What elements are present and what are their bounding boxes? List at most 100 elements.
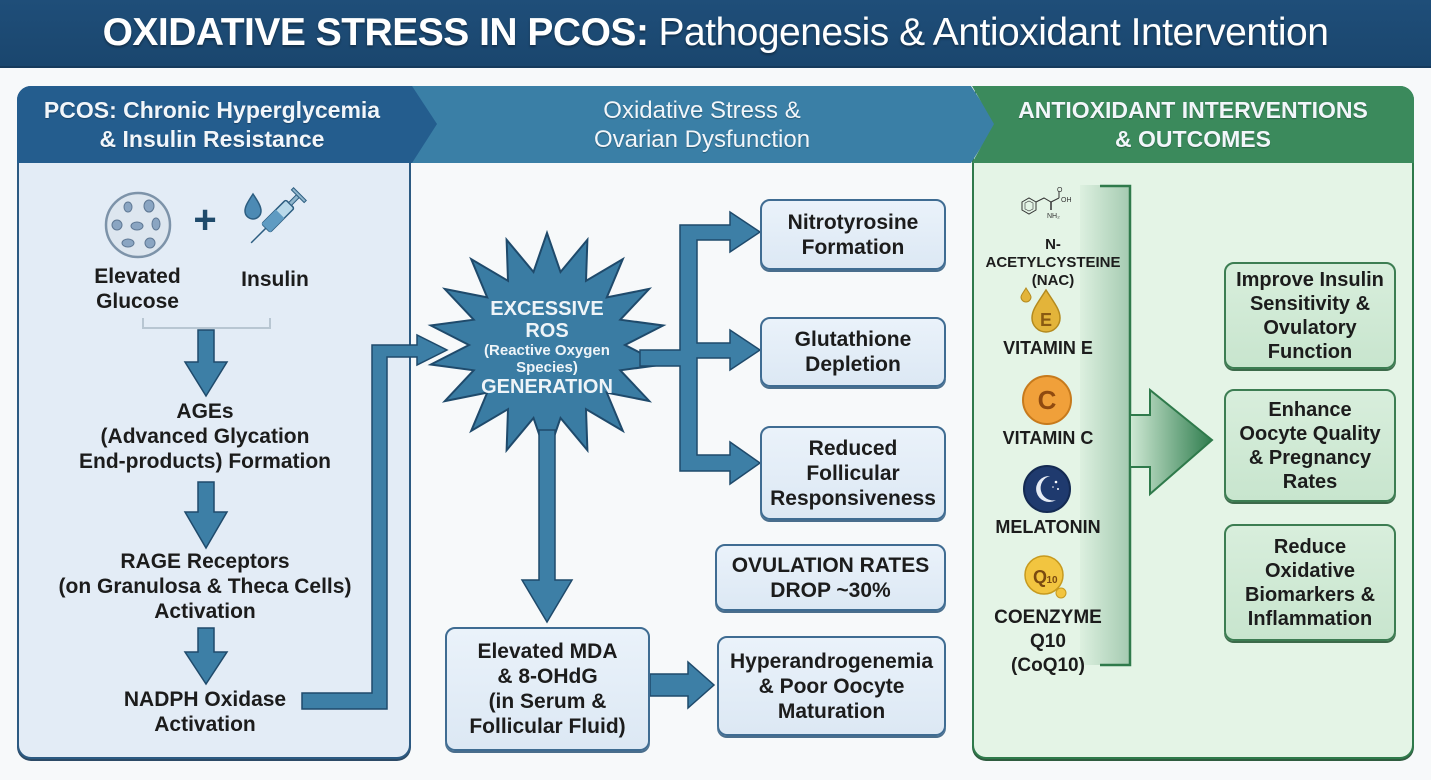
outcome-insulin-line2: Sensitivity & xyxy=(1249,292,1371,315)
outcome-oocyte-line4: Rates xyxy=(1282,470,1338,493)
ros-line5: GENERATION xyxy=(481,376,613,398)
intervention-melatonin: MELATONIN xyxy=(995,517,1101,537)
outcome-insulin-line1: Improve Insulin xyxy=(1236,268,1384,291)
ros-burst-label: EXCESSIVE ROS (Reactive Oxygen Species) … xyxy=(462,298,632,398)
step-ages-line2: (Advanced Glycation xyxy=(100,425,310,448)
step-rage-line1: RAGE Receptors xyxy=(120,550,290,573)
column-header-right-line1: ANTIOXIDANT INTERVENTIONS xyxy=(1018,96,1368,123)
title-bar: OXIDATIVE STRESS IN PCOS: Pathogenesis &… xyxy=(0,0,1431,68)
plus-sign: + xyxy=(193,198,217,242)
follicular-line1: Reduced xyxy=(808,436,898,460)
step-ages-line1: AGEs xyxy=(176,400,234,423)
title-bold: OXIDATIVE STRESS IN PCOS: xyxy=(102,11,649,54)
hyperandrogen-line2: & Poor Oocyte xyxy=(758,674,905,698)
glucose-label-line2: Glucose xyxy=(96,290,179,313)
ovulation-line1: OVULATION RATES xyxy=(731,553,930,577)
outcome-biomarkers-line3: Biomarkers & xyxy=(1244,583,1376,606)
down-arrow-2 xyxy=(183,481,229,550)
step-ages-line3: End-products) Formation xyxy=(79,450,331,473)
step-rage-line3: Activation xyxy=(154,600,256,623)
coq10-glyph: Q xyxy=(1033,567,1047,587)
step-ages: AGEs (Advanced Glycation End-products) F… xyxy=(40,399,370,474)
column-header-left-line1: PCOS: Chronic Hyperglycemia xyxy=(43,96,381,123)
hyperandrogen-line1: Hyperandrogenemia xyxy=(729,649,934,673)
outcome-insulin-line3: Ovulatory xyxy=(1263,316,1357,339)
outcome-oocyte-line3: & Pregnancy xyxy=(1248,446,1372,469)
insulin-syringe-icon xyxy=(240,187,310,264)
ros-line2: ROS xyxy=(525,320,569,342)
nitrotyrosine-line2: Formation xyxy=(801,235,905,259)
intervention-vitamin-c: VITAMIN C xyxy=(1002,428,1094,448)
coq10-line2: Q10 xyxy=(1030,631,1066,652)
intervention-nac: N-ACETYLCYSTEINE (NAC) xyxy=(978,236,1128,290)
coq10-line1: COENZYME xyxy=(994,607,1102,628)
ros-line4: Species) xyxy=(516,359,578,376)
step-rage: RAGE Receptors (on Granulosa & Theca Cel… xyxy=(30,549,380,624)
molecule-icon: O OH NH₂ xyxy=(1018,187,1088,224)
outcome-oocyte-line2: Oocyte Quality xyxy=(1239,422,1381,445)
mda-line1: Elevated MDA xyxy=(477,640,618,663)
outcome-oocyte-line1: Enhance xyxy=(1268,398,1352,421)
down-arrow-3 xyxy=(183,627,229,686)
intervention-to-outcome-arrow xyxy=(1129,387,1214,497)
follicular-line3: Responsiveness xyxy=(770,486,936,510)
column-header-middle: Oxidative Stress & Ovarian Dysfunction xyxy=(408,86,996,163)
column-header-right-line2: & OUTCOMES xyxy=(1115,125,1271,152)
column-header-right: ANTIOXIDANT INTERVENTIONS & OUTCOMES xyxy=(972,86,1414,163)
glucose-petri-icon xyxy=(104,191,172,259)
nac-line1: N-ACETYLCYSTEINE xyxy=(985,236,1121,271)
chem-nh2: NH₂ xyxy=(1047,213,1060,220)
ros-line1: EXCESSIVE xyxy=(490,298,604,320)
mda-line3: (in Serum & xyxy=(488,690,607,713)
vitamin-c-glyph: C xyxy=(1038,385,1057,415)
ros-line3: (Reactive Oxygen xyxy=(484,342,610,359)
nadph-to-ros-arrow xyxy=(301,333,449,710)
chem-o: O xyxy=(1057,187,1063,194)
column-header-middle-line2: Ovarian Dysfunction xyxy=(593,125,811,153)
column-header-left-line2: & Insulin Resistance xyxy=(99,125,325,152)
nitrotyrosine-line1: Nitrotyrosine xyxy=(787,210,919,234)
mda-line2: & 8-OHdG xyxy=(497,665,598,688)
glucose-label-line1: Elevated xyxy=(94,265,181,288)
chem-oh: OH xyxy=(1061,197,1072,204)
step-nadph-line2: Activation xyxy=(154,713,256,736)
coq10-glyph-sub: 10 xyxy=(1046,575,1058,586)
outcome-biomarkers-line2: Oxidative xyxy=(1264,559,1356,582)
column-header-middle-line1: Oxidative Stress & xyxy=(603,96,801,124)
hyperandrogen-line3: Maturation xyxy=(777,699,886,723)
step-rage-line2: (on Granulosa & Theca Cells) xyxy=(58,575,352,598)
step-nadph: NADPH Oxidase Activation xyxy=(105,687,305,737)
outcome-biomarkers-line1: Reduce xyxy=(1273,535,1347,558)
title-regular: Pathogenesis & Antioxidant Intervention xyxy=(658,11,1329,54)
moon-icon xyxy=(1022,464,1072,514)
bracket-line xyxy=(142,318,271,329)
mda-line4: Follicular Fluid) xyxy=(469,715,626,738)
glutathione-line1: Glutathione xyxy=(794,328,912,351)
column-header-left: PCOS: Chronic Hyperglycemia & Insulin Re… xyxy=(17,86,437,163)
vitamin-c-icon: C xyxy=(1021,374,1073,426)
mda-to-hyperandrogen-arrow xyxy=(649,660,716,710)
coq10-line3: (CoQ10) xyxy=(1011,655,1085,676)
outcome-biomarkers-line4: Inflammation xyxy=(1247,607,1373,630)
vitamin-e-glyph: E xyxy=(1040,310,1052,330)
coq10-icon: Q 10 xyxy=(1020,553,1072,601)
insulin-label: Insulin xyxy=(241,268,309,291)
ovulation-line2: DROP ~30% xyxy=(770,578,891,602)
step-nadph-line1: NADPH Oxidase xyxy=(123,688,287,711)
follicular-line2: Follicular xyxy=(806,461,900,485)
intervention-coq10: COENZYME Q10 (CoQ10) xyxy=(980,606,1116,678)
vitamin-e-drop-icon: E xyxy=(1018,284,1068,336)
down-arrow-1 xyxy=(183,329,229,398)
glucose-label: Elevated Glucose xyxy=(80,264,195,314)
intervention-shade xyxy=(1080,185,1130,665)
intervention-vitamin-e: VITAMIN E xyxy=(1003,338,1093,358)
